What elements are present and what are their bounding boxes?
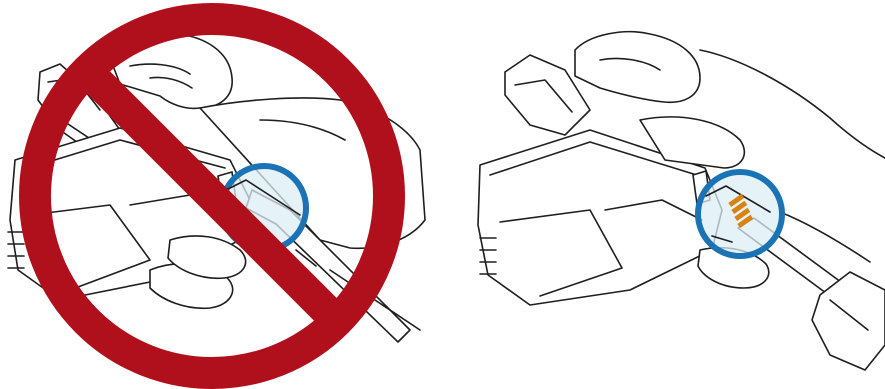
hand-holding-device-icon: [478, 32, 885, 305]
panel-correct: [478, 32, 885, 370]
panel-incorrect: [8, 19, 425, 373]
